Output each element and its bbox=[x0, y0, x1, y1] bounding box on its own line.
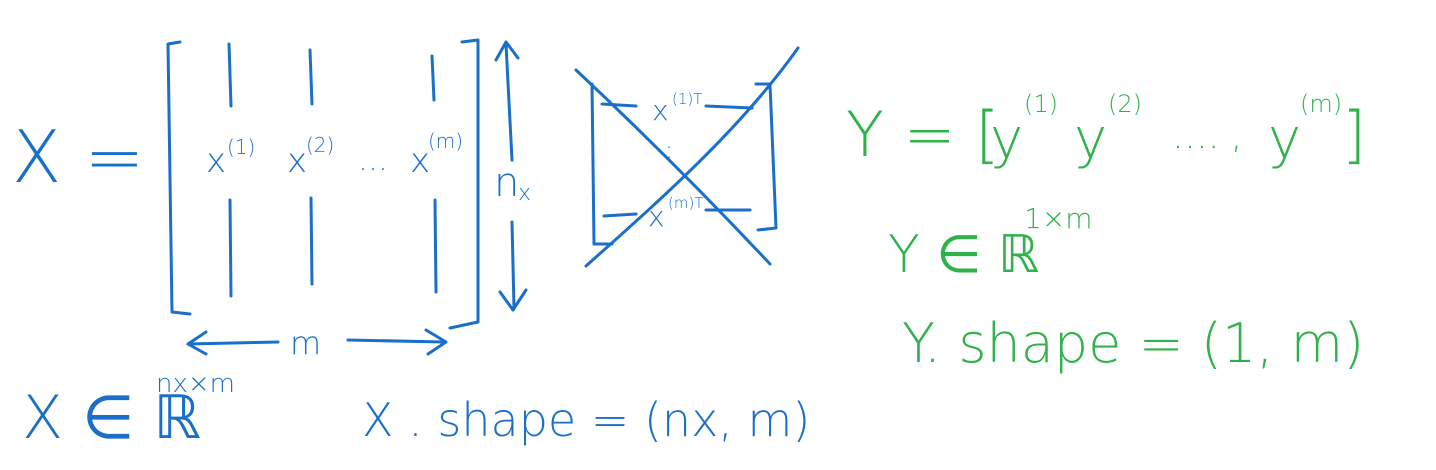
crossed-row-1-right-dash bbox=[704, 104, 754, 110]
crossed-row-1-left-dash bbox=[600, 102, 638, 108]
column-dots: … bbox=[358, 143, 388, 178]
column-1-bottom-line bbox=[228, 198, 233, 298]
y-shape-equation: Y. shape = (1, m) bbox=[902, 312, 1364, 375]
crossed-box-left-bracket bbox=[590, 82, 614, 246]
column-2-top-line bbox=[308, 48, 314, 106]
cols-arrow-right bbox=[346, 338, 446, 344]
crossed-row-1-superscript: (1)T bbox=[672, 90, 702, 108]
y-space-prefix: Y ∈ ℝ bbox=[888, 225, 1039, 285]
crossed-row-m-x: x bbox=[648, 200, 665, 233]
x-shape-equation: X . shape = (nx, m) bbox=[362, 393, 810, 447]
column-1-x: x bbox=[206, 141, 226, 181]
x-equals-label: X = bbox=[12, 115, 145, 199]
y-m: y bbox=[1268, 107, 1301, 172]
matrix-right-bracket bbox=[448, 38, 480, 330]
y-2: y bbox=[1074, 107, 1107, 172]
y-space-superscript: 1×m bbox=[1024, 202, 1093, 235]
column-1-top-line bbox=[227, 42, 233, 108]
column-m-top-line bbox=[430, 54, 436, 102]
crossed-row-1-x: x bbox=[652, 94, 669, 127]
cross-out-stroke-1 bbox=[574, 68, 772, 266]
x-space-prefix: X ∈ ℝ bbox=[22, 383, 201, 453]
column-m-superscript: (m) bbox=[428, 129, 463, 153]
column-m-bottom-line bbox=[433, 198, 438, 294]
cols-label-m: m bbox=[290, 324, 321, 362]
rows-label-n: n bbox=[494, 160, 519, 206]
rows-label-subscript: x bbox=[518, 181, 531, 206]
y-def-prefix: Y = [ bbox=[846, 98, 999, 171]
y-m-superscript: (m) bbox=[1300, 90, 1342, 118]
matrix-left-bracket bbox=[166, 40, 192, 316]
column-2-x: x bbox=[287, 141, 307, 181]
crossed-row-m-superscript: (m)T bbox=[668, 194, 703, 212]
column-m-x: x bbox=[410, 141, 430, 181]
cols-arrowhead-right bbox=[424, 328, 448, 356]
rows-arrow-upper bbox=[504, 42, 514, 162]
crossed-row-m-left-dash bbox=[602, 212, 638, 218]
crossed-box-right-bracket bbox=[754, 82, 778, 232]
crossed-row-dots: : bbox=[665, 136, 673, 164]
x-space-superscript: nx×m bbox=[156, 369, 235, 399]
y-def-close: ] bbox=[1342, 98, 1366, 171]
y-1-superscript: (1) bbox=[1024, 90, 1058, 118]
y-dots: …. , bbox=[1172, 116, 1242, 157]
y-2-superscript: (2) bbox=[1108, 90, 1142, 118]
cols-arrow-left bbox=[186, 340, 280, 346]
cols-arrowhead-left bbox=[186, 330, 208, 356]
rows-arrowhead-up bbox=[494, 40, 520, 62]
column-1-superscript: (1) bbox=[227, 135, 255, 159]
y-1: y bbox=[990, 107, 1023, 172]
cross-out-stroke-2 bbox=[584, 46, 800, 268]
column-2-bottom-line bbox=[309, 196, 314, 286]
rows-arrow-lower bbox=[510, 220, 516, 310]
rows-arrowhead-down bbox=[498, 288, 528, 312]
column-2-superscript: (2) bbox=[306, 133, 334, 157]
